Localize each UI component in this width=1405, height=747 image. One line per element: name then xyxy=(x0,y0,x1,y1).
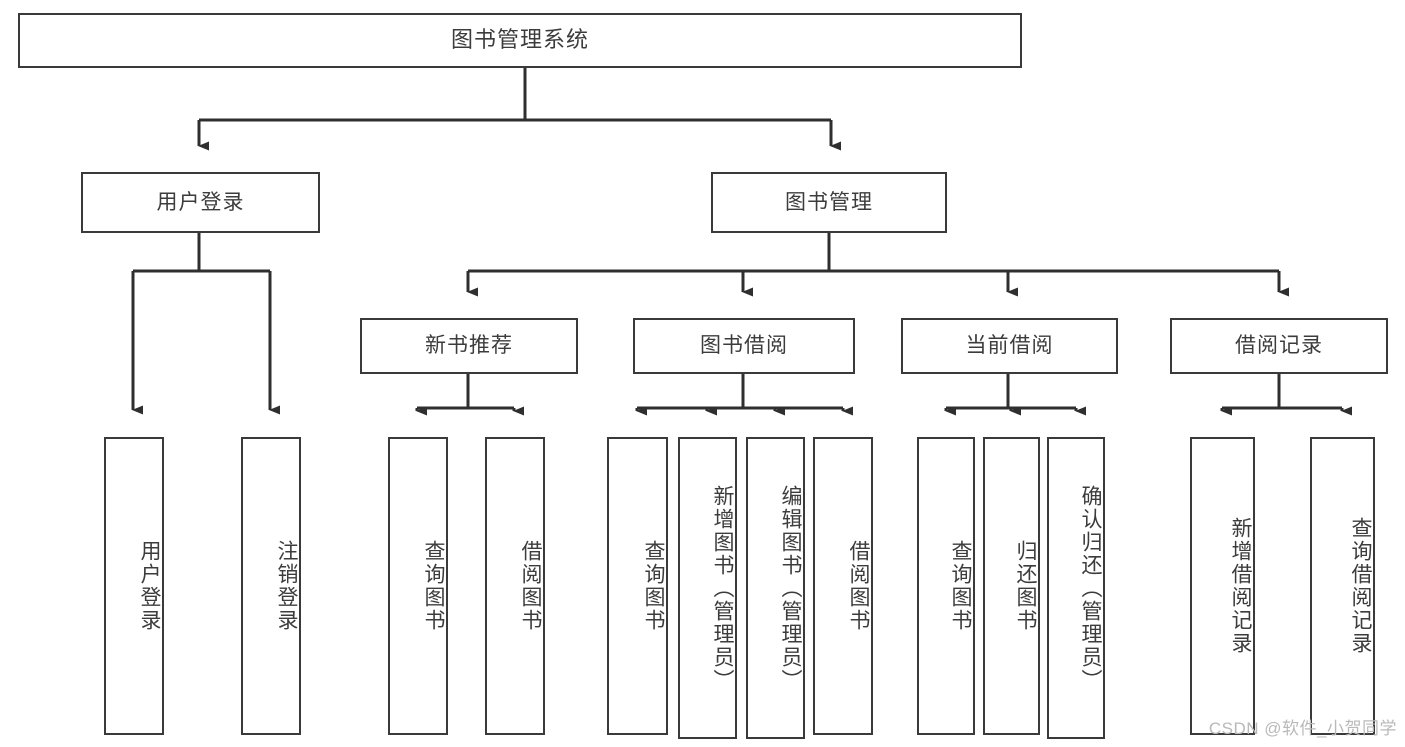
node-root-system-label: 图书管理系统 xyxy=(450,27,589,53)
node-borrow-record-label: 借阅记录 xyxy=(1235,334,1323,358)
node-root-system[interactable]: 图书管理系统 xyxy=(18,13,1022,68)
node-leaf-query-book-2-label: 查询图书 xyxy=(642,540,665,632)
node-current-borrow[interactable]: 当前借阅 xyxy=(901,318,1118,374)
node-leaf-add-book[interactable]: 新增图书（管理员） xyxy=(678,437,737,739)
node-book-management[interactable]: 图书管理 xyxy=(711,172,947,233)
node-leaf-query-book-3[interactable]: 查询图书 xyxy=(917,437,975,735)
node-leaf-logout-login[interactable]: 注销登录 xyxy=(241,437,301,735)
node-leaf-add-book-label: 新增图书（管理员） xyxy=(711,484,734,692)
node-leaf-borrow-book-2[interactable]: 借阅图书 xyxy=(813,437,873,735)
node-leaf-query-book-1[interactable]: 查询图书 xyxy=(388,437,448,735)
node-book-borrow[interactable]: 图书借阅 xyxy=(633,318,855,374)
node-leaf-user-login[interactable]: 用户登录 xyxy=(104,437,164,735)
node-book-borrow-label: 图书借阅 xyxy=(700,334,788,358)
node-leaf-edit-book[interactable]: 编辑图书（管理员） xyxy=(746,437,805,739)
node-borrow-record[interactable]: 借阅记录 xyxy=(1170,318,1388,374)
node-leaf-query-record[interactable]: 查询借阅记录 xyxy=(1310,437,1375,735)
node-leaf-edit-book-label: 编辑图书（管理员） xyxy=(779,484,802,692)
node-leaf-add-record[interactable]: 新增借阅记录 xyxy=(1190,437,1255,735)
node-leaf-borrow-book-1-label: 借阅图书 xyxy=(519,540,542,632)
csdn-watermark: CSDN @软件_小贺同学 xyxy=(1208,719,1397,738)
node-new-book-recommend-label: 新书推荐 xyxy=(425,334,513,358)
node-new-book-recommend[interactable]: 新书推荐 xyxy=(360,318,578,374)
node-leaf-return-book-label: 归还图书 xyxy=(1014,540,1037,632)
node-leaf-query-book-1-label: 查询图书 xyxy=(422,540,445,632)
node-leaf-query-record-label: 查询借阅记录 xyxy=(1349,517,1372,655)
node-user-login-label: 用户登录 xyxy=(156,190,245,214)
node-book-management-label: 图书管理 xyxy=(785,190,873,214)
node-user-login[interactable]: 用户登录 xyxy=(81,172,320,233)
node-leaf-confirm-return[interactable]: 确认归还（管理员） xyxy=(1047,437,1105,739)
node-leaf-query-book-2[interactable]: 查询图书 xyxy=(607,437,668,735)
node-leaf-user-login-label: 用户登录 xyxy=(138,540,161,632)
node-leaf-borrow-book-1[interactable]: 借阅图书 xyxy=(485,437,545,735)
node-leaf-return-book[interactable]: 归还图书 xyxy=(983,437,1040,735)
node-leaf-borrow-book-2-label: 借阅图书 xyxy=(847,540,870,632)
node-leaf-add-record-label: 新增借阅记录 xyxy=(1229,517,1252,655)
node-current-borrow-label: 当前借阅 xyxy=(965,334,1054,358)
node-leaf-logout-login-label: 注销登录 xyxy=(275,540,298,632)
node-leaf-confirm-return-label: 确认归还（管理员） xyxy=(1079,484,1102,692)
node-leaf-query-book-3-label: 查询图书 xyxy=(949,540,972,632)
